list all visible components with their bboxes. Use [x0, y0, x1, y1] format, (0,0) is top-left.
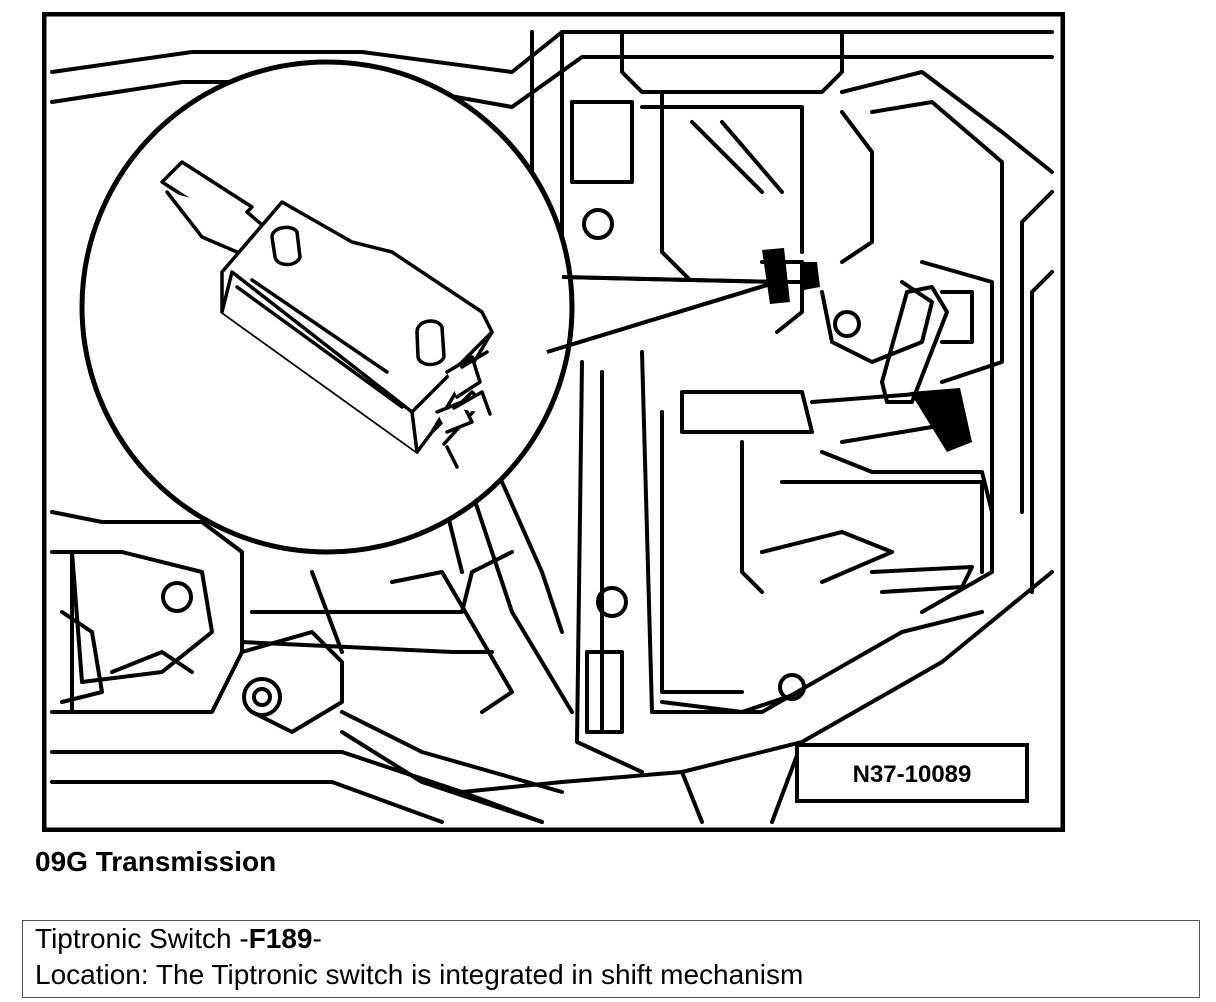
shift-mechanism-housing	[50, 30, 1054, 824]
diagram-svg: N37-10089	[42, 12, 1065, 832]
ref-code-label: N37-10089	[853, 761, 972, 788]
component-code: F189	[248, 923, 313, 954]
component-title: Tiptronic Switch -F189-	[35, 923, 322, 955]
component-title-prefix: Tiptronic Switch -	[35, 923, 249, 954]
transmission-diagram: N37-10089	[42, 12, 1065, 832]
component-info-box: Tiptronic Switch -F189- Location: The Ti…	[22, 920, 1200, 998]
tiptronic-switch-illustration	[160, 160, 494, 469]
component-title-suffix: -	[312, 923, 322, 954]
switch-magnifier-callout	[79, 59, 779, 555]
shading-marks	[762, 248, 972, 452]
figure-caption: 09G Transmission	[35, 846, 277, 877]
ref-code-box	[795, 743, 1029, 803]
component-location: Location: The Tiptronic switch is integr…	[35, 959, 804, 990]
